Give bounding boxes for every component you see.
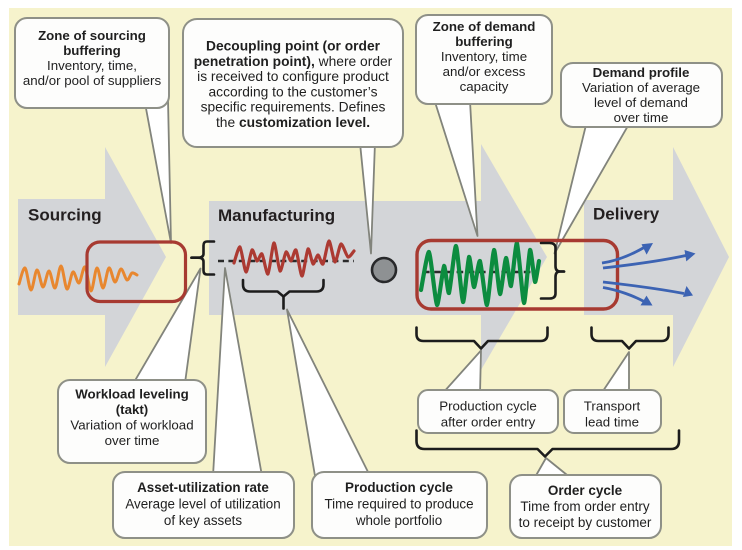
svg-text:is received to configure produ: is received to configure product xyxy=(197,69,389,84)
svg-text:Decoupling point (or order: Decoupling point (or order xyxy=(206,39,381,54)
svg-text:to receipt by customer: to receipt by customer xyxy=(519,515,652,530)
svg-text:over time: over time xyxy=(105,433,160,448)
svg-text:according to the customer’s: according to the customer’s xyxy=(209,84,378,99)
svg-text:(takt): (takt) xyxy=(116,402,149,417)
svg-text:Time from order entry: Time from order entry xyxy=(520,499,650,514)
svg-text:Transport: Transport xyxy=(584,399,641,414)
svg-text:Asset-utilization rate: Asset-utilization rate xyxy=(137,480,269,495)
svg-text:Manufacturing: Manufacturing xyxy=(218,206,335,225)
svg-text:over time: over time xyxy=(614,110,669,125)
svg-text:Demand profile: Demand profile xyxy=(593,65,690,80)
svg-text:Production cycle: Production cycle xyxy=(439,399,537,414)
svg-text:buffering: buffering xyxy=(63,43,121,58)
svg-text:Sourcing: Sourcing xyxy=(28,206,102,225)
svg-text:buffering: buffering xyxy=(455,34,513,49)
svg-text:Order cycle: Order cycle xyxy=(548,483,623,498)
svg-text:level of demand: level of demand xyxy=(594,95,688,110)
svg-text:of key assets: of key assets xyxy=(164,513,242,528)
svg-text:Average level of utilization: Average level of utilization xyxy=(125,497,280,512)
svg-text:Zone of sourcing: Zone of sourcing xyxy=(38,28,146,43)
svg-text:Delivery: Delivery xyxy=(593,205,660,224)
svg-text:Zone of demand: Zone of demand xyxy=(433,19,536,34)
svg-text:capacity: capacity xyxy=(460,79,509,94)
svg-text:and/or excess: and/or excess xyxy=(443,64,526,79)
svg-text:Variation of average: Variation of average xyxy=(582,80,700,95)
svg-text:specific requirements. Defines: specific requirements. Defines xyxy=(201,100,386,115)
svg-text:Inventory, time,: Inventory, time, xyxy=(47,58,137,73)
svg-text:Workload leveling: Workload leveling xyxy=(75,387,189,402)
svg-text:Production cycle: Production cycle xyxy=(345,480,453,495)
svg-text:the customization level.: the customization level. xyxy=(216,115,370,130)
svg-text:Variation of workload: Variation of workload xyxy=(70,418,193,433)
svg-text:Inventory, time: Inventory, time xyxy=(441,49,527,64)
svg-text:and/or pool of suppliers: and/or pool of suppliers xyxy=(23,73,162,88)
svg-text:after order entry: after order entry xyxy=(441,415,536,430)
svg-text:penetration point), where orde: penetration point), where order xyxy=(194,54,393,69)
svg-text:lead time: lead time xyxy=(585,415,639,430)
svg-text:whole portfolio: whole portfolio xyxy=(355,513,442,528)
svg-text:Time required to produce: Time required to produce xyxy=(324,497,473,512)
